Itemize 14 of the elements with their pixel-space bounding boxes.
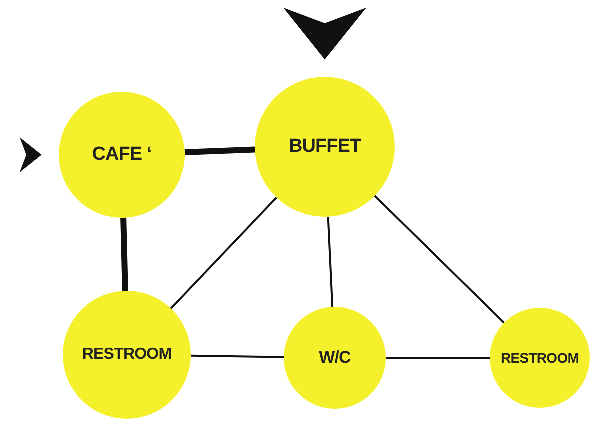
node-label: CAFE ‘ xyxy=(92,142,152,167)
node-label: W/C xyxy=(319,347,351,370)
arrowhead xyxy=(20,137,42,173)
arrowhead xyxy=(283,8,367,60)
connector-line xyxy=(374,195,506,324)
connector-line xyxy=(327,216,334,308)
connector-line xyxy=(184,146,256,156)
connector-line xyxy=(170,197,278,310)
node-label: BUFFET xyxy=(288,134,362,159)
node-label: RESTROOM xyxy=(500,348,580,368)
node-label: RESTROOM xyxy=(82,345,172,365)
connector-line xyxy=(386,357,490,359)
connector-line xyxy=(190,354,284,358)
connector-line xyxy=(120,218,128,292)
